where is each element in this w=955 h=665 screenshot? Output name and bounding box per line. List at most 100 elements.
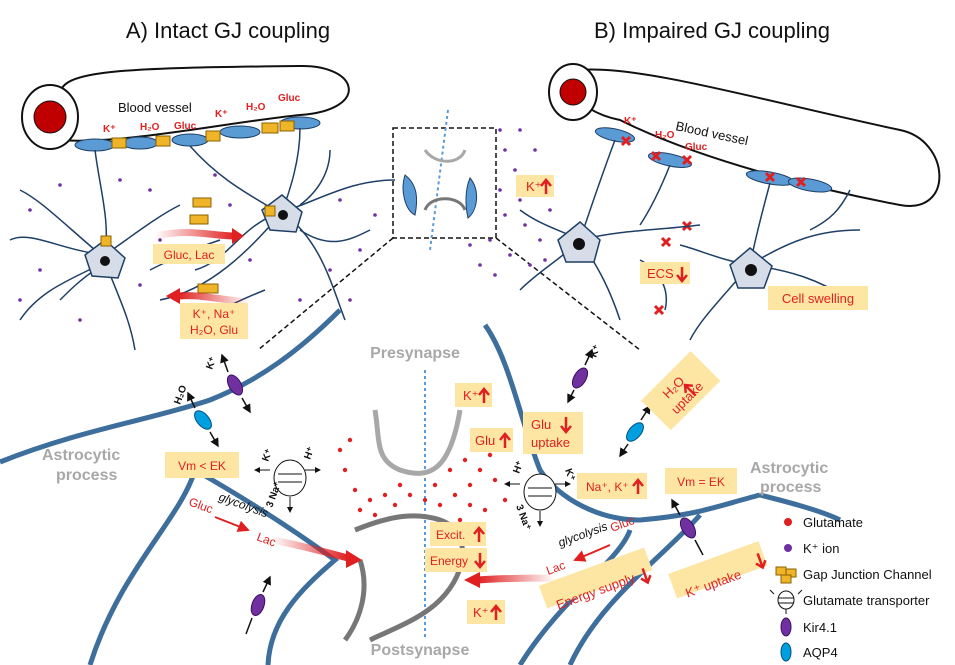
flow-arrow-left (177, 292, 251, 306)
k-uptake-box (668, 541, 768, 599)
postsynapse-label: Postsynapse (371, 642, 470, 659)
gap-junction-legend-icon (775, 566, 797, 584)
flow-arrow-right (154, 228, 236, 240)
k-label-right: K⁺ (624, 116, 637, 127)
legend-kir: Kir4.1 (803, 620, 837, 635)
vm-left-text: Vm < EK (178, 459, 226, 473)
glycolysis-right: glycolysis (556, 519, 609, 550)
glu-up-arrow (499, 432, 511, 448)
cell-swelling-text: Cell swelling (782, 291, 854, 306)
presynapse-label: Presynapse (370, 345, 460, 362)
kir-channel-right-bottom (671, 498, 704, 556)
aqp4-channel-right (619, 404, 651, 458)
panel-a-title: A) Intact GJ coupling (126, 18, 330, 43)
astro-left-label-2: process (56, 467, 117, 484)
glutamate-transporter-right (504, 473, 571, 527)
ecs-box-text: ECS (647, 266, 674, 281)
energy-box (425, 548, 487, 572)
astro-right-label-2: process (760, 479, 821, 496)
k-label-kir-right: K⁺ (588, 344, 603, 360)
h2o-uptake-up-arrow (683, 383, 697, 397)
ions-text-1: K⁺, Na⁺ (193, 307, 236, 321)
lac-flow-arrow-right-head (464, 572, 480, 588)
k-box-low (467, 600, 505, 624)
k-mid-up-arrow (478, 387, 490, 403)
h-trans-right: H⁺ (511, 460, 526, 476)
na-k-box-text: Na⁺, K⁺ (586, 480, 629, 494)
k-trans-right: K⁺ (562, 467, 577, 483)
h2o-label-aqp4-left: H₂O (172, 384, 189, 406)
k-ions-center (468, 128, 552, 277)
presynaptic-terminal (372, 409, 463, 476)
k-ions-left (18, 173, 377, 322)
k-box-low-text: K⁺ (473, 605, 489, 620)
aqp4-channel-left (187, 391, 219, 448)
gluc-label-left-1: Gluc (174, 121, 197, 132)
vessel-label-left: Blood vessel (118, 100, 192, 115)
vm-right-box (665, 468, 737, 494)
gluc-left: Gluc (187, 495, 215, 517)
astro-nucleus-left-1 (100, 256, 110, 266)
lac-right: Lac (544, 558, 567, 578)
h-trans-left: H⁺ (302, 446, 317, 462)
lac-flow-arrow-right (477, 574, 556, 584)
gluc-label-right: Gluc (685, 142, 708, 153)
h2o-uptake-box (641, 351, 721, 431)
energy-box-text: Energy (430, 554, 468, 568)
astrocytic-process-left (0, 308, 342, 665)
zoom-box (392, 127, 497, 239)
lac-flow-arrow-left-head (346, 550, 362, 568)
blood-vessel-right (548, 63, 941, 207)
vm-right-text: Vm = EK (677, 475, 725, 489)
legend-glutamate: Glutamate (803, 515, 863, 530)
gluc-label-left-2: Gluc (278, 93, 301, 104)
zoom-line-right (495, 237, 641, 351)
gap-junctions-vessel-left (111, 120, 295, 149)
na-k-box (577, 473, 647, 499)
glycolysis-left: glycolysis (217, 490, 270, 521)
na-k-up-arrow (632, 478, 644, 494)
k-box-top-right-text: K⁺ (526, 179, 542, 194)
k-trans-left: K⁺ (260, 448, 275, 464)
zoom-line-left (257, 237, 394, 351)
blood-vessel-left (21, 64, 350, 150)
gluc-lac-text: Gluc, Lac (164, 248, 215, 262)
excit-box (430, 522, 486, 546)
lac-flow-arrow-left (271, 536, 349, 562)
energy-down-arrow (474, 553, 486, 569)
k-label-kir-left: K⁺ (204, 356, 219, 372)
glu-uptake-down-arrow (560, 417, 572, 434)
ions-box (180, 303, 248, 339)
transporter-legend-icon (769, 589, 803, 614)
k-label-left-2: K⁺ (215, 109, 228, 120)
gap-junctions-network-left (100, 197, 276, 294)
k-ion-legend-icon (784, 544, 792, 552)
k-box-mid-text: K⁺ (463, 388, 479, 403)
blocked-gj-marks (620, 135, 807, 316)
flow-arrow-left-head (166, 288, 180, 304)
divider-top (429, 109, 449, 251)
glu-uptake-text-1: Glu (531, 417, 551, 432)
vessel-lumen-right (559, 78, 587, 106)
astro-nucleus-left-2 (278, 210, 288, 220)
ecs-box (640, 262, 690, 284)
excit-box-text: Excit. (436, 528, 465, 542)
kir-channel-left-top (220, 353, 251, 414)
lac-left: Lac (255, 530, 278, 550)
k-up-arrow-top (540, 178, 552, 194)
k-label-left-1: K⁺ (103, 124, 116, 135)
panel-b-title: B) Impaired GJ coupling (594, 18, 830, 43)
glu-uptake-box (523, 412, 583, 454)
na-trans-left: 3 Na⁺ (264, 480, 283, 509)
legend-transporter: Glutamate transporter (803, 593, 930, 608)
astro-left-label-1: Astrocytic (42, 447, 120, 464)
legend-aqp4: AQP4 (803, 645, 838, 660)
k-uptake-down-arrow (755, 552, 767, 570)
k-box-mid (455, 383, 492, 407)
kir-legend-icon (780, 617, 792, 637)
na-trans-right: 3 Na⁺ (513, 503, 532, 532)
cell-swelling-box (768, 286, 868, 310)
k-low-up-arrow (490, 604, 502, 620)
gluc-lac-box (153, 244, 225, 264)
aqp4-legend-icon (780, 642, 792, 662)
